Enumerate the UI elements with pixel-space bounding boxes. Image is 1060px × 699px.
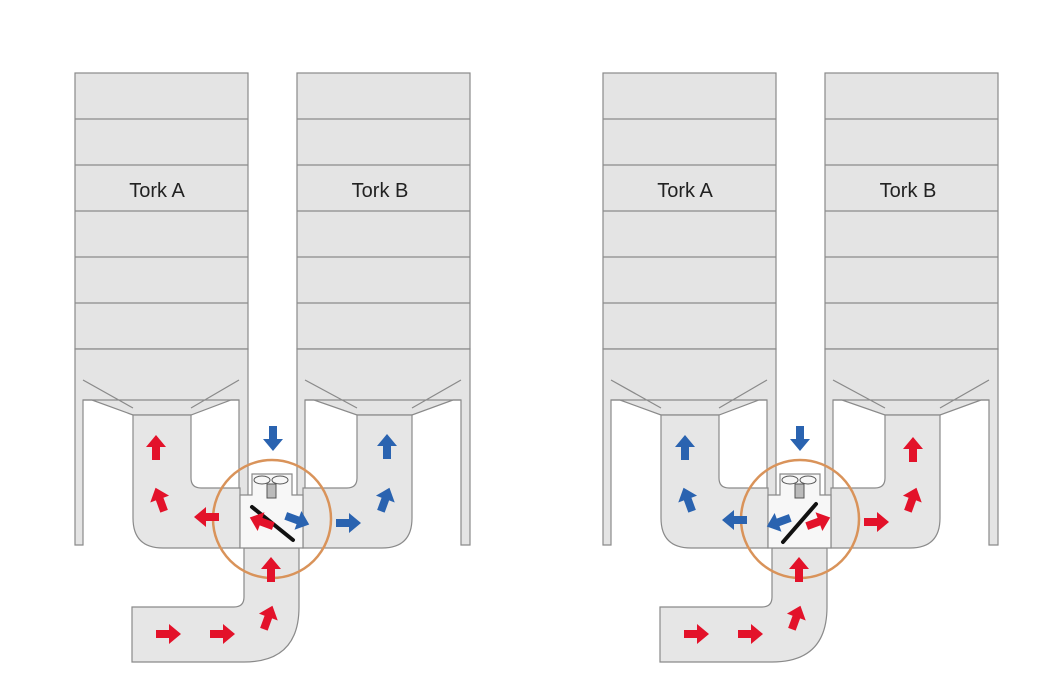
damper-valve: [781, 502, 818, 544]
diagram-left: Tork A Tork B: [73, 71, 472, 664]
silo-a-label: Tork A: [657, 180, 713, 202]
silo-b-label: Tork B: [352, 180, 409, 202]
diagram-right: Tork A Tork B: [601, 71, 1000, 664]
blue-arrow: [790, 426, 810, 451]
silo-a-label: Tork A: [129, 180, 185, 202]
blue-arrow: [263, 426, 283, 451]
silo-b-label: Tork B: [880, 180, 937, 202]
